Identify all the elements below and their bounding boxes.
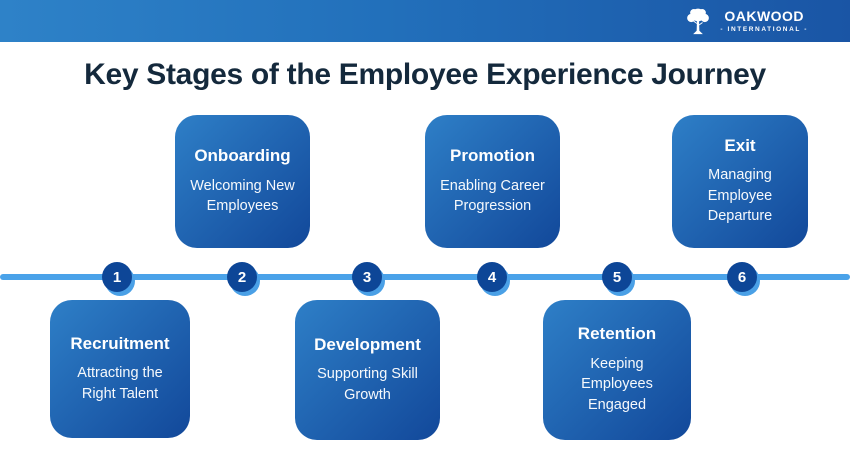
stage-title: Promotion [450,146,535,166]
stage-title: Exit [724,135,756,155]
stage-subtitle: Enabling Career Progression [440,177,545,215]
oak-tree-icon [683,6,713,36]
stage-subtitle: Managing Employee Departure [707,167,773,225]
stage-subtitle: Keeping Employees Engaged [581,355,653,413]
timeline-line [0,274,850,280]
timeline-marker-5: 5 [602,262,632,292]
stage-card-recruitment: Recruitment Attracting the Right Talent [50,300,190,438]
stage-card-exit: Exit Managing Employee Departure [672,115,808,248]
logo-name: OAKWOOD [724,7,805,24]
logo-text: OAKWOOD - INTERNATIONAL - [720,7,808,34]
stage-title: Onboarding [194,146,291,166]
timeline-marker-3: 3 [352,262,382,292]
stage-title: Recruitment [70,333,170,353]
timeline-marker-2: 2 [227,262,257,292]
stage-subtitle: Supporting Skill Growth [317,366,418,403]
stage-subtitle: Welcoming New Employees [190,177,295,215]
stage-card-development: Development Supporting Skill Growth [295,300,440,440]
timeline-marker-4: 4 [477,262,507,292]
header-bar: OAKWOOD - INTERNATIONAL - [0,0,850,42]
stage-title: Retention [577,324,657,344]
stage-card-onboarding: Onboarding Welcoming New Employees [175,115,310,248]
stage-title: Development [314,334,421,354]
timeline-marker-1: 1 [102,262,132,292]
page-title: Key Stages of the Employee Experience Jo… [84,58,766,91]
oakwood-logo: OAKWOOD - INTERNATIONAL - [683,6,808,36]
stage-card-retention: Retention Keeping Employees Engaged [543,300,691,440]
timeline-marker-6: 6 [727,262,757,292]
stage-card-promotion: Promotion Enabling Career Progression [425,115,560,248]
stage-subtitle: Attracting the Right Talent [77,365,163,402]
logo-tagline: - INTERNATIONAL - [720,26,808,34]
